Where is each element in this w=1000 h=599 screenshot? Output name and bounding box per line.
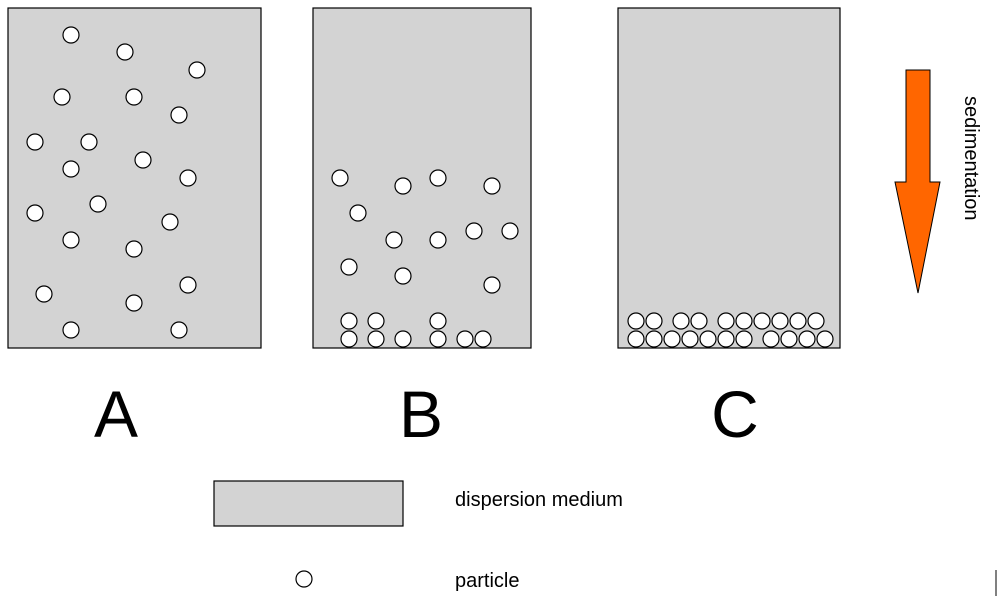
legend-medium-swatch — [213, 480, 404, 527]
particle — [753, 312, 771, 330]
particle — [798, 330, 816, 348]
legend-particle-swatch — [295, 570, 313, 588]
particle — [367, 312, 385, 330]
particle — [170, 106, 188, 124]
particle — [465, 222, 483, 240]
particle — [26, 204, 44, 222]
particle — [429, 312, 447, 330]
panel-label-b: B — [399, 377, 443, 451]
particles-a — [26, 26, 206, 339]
particle — [125, 88, 143, 106]
particle — [717, 312, 735, 330]
particle — [340, 258, 358, 276]
particle — [771, 312, 789, 330]
particle — [80, 133, 98, 151]
particle — [627, 330, 645, 348]
particle — [349, 204, 367, 222]
particle — [483, 177, 501, 195]
container-c — [617, 7, 841, 349]
particle — [394, 330, 412, 348]
particle — [807, 312, 825, 330]
particle — [367, 330, 385, 348]
particle — [394, 177, 412, 195]
particle — [645, 312, 663, 330]
particle — [179, 169, 197, 187]
particle — [780, 330, 798, 348]
legend: dispersion medium particle — [213, 480, 623, 592]
down-arrow-icon — [894, 69, 941, 294]
sedimentation-arrow: sedimentation — [894, 69, 982, 294]
particle — [735, 312, 753, 330]
particle — [672, 312, 690, 330]
particle — [62, 26, 80, 44]
sedimentation-label: sedimentation — [960, 96, 982, 221]
particle — [429, 231, 447, 249]
particle — [62, 321, 80, 339]
particle — [125, 294, 143, 312]
particle — [735, 330, 753, 348]
panel-c: C — [617, 7, 841, 451]
particle — [331, 169, 349, 187]
particle — [26, 133, 44, 151]
particle — [89, 195, 107, 213]
particle — [53, 88, 71, 106]
particle — [125, 240, 143, 258]
particle — [816, 330, 834, 348]
particle — [456, 330, 474, 348]
particle — [699, 330, 717, 348]
particle — [429, 330, 447, 348]
particle — [170, 321, 188, 339]
particle — [429, 169, 447, 187]
particle — [762, 330, 780, 348]
particle — [35, 285, 53, 303]
particle — [179, 276, 197, 294]
particle — [717, 330, 735, 348]
particle — [501, 222, 519, 240]
particle — [62, 231, 80, 249]
particle — [663, 330, 681, 348]
particle — [627, 312, 645, 330]
legend-particle-label: particle — [455, 570, 519, 592]
particle — [134, 151, 152, 169]
panel-label-a: A — [94, 377, 138, 451]
particle — [681, 330, 699, 348]
panel-label-c: C — [711, 377, 759, 451]
legend-medium-label: dispersion medium — [455, 489, 623, 511]
particle — [116, 43, 134, 61]
particle — [483, 276, 501, 294]
particle — [474, 330, 492, 348]
particle — [161, 213, 179, 231]
particles-c — [627, 312, 834, 348]
panel-a: A — [7, 7, 262, 451]
particle — [394, 267, 412, 285]
particle — [340, 330, 358, 348]
particle — [789, 312, 807, 330]
particle — [690, 312, 708, 330]
particle — [645, 330, 663, 348]
panel-b: B — [312, 7, 532, 451]
particles-b — [331, 169, 519, 348]
particle — [62, 160, 80, 178]
particle — [188, 61, 206, 79]
particle — [385, 231, 403, 249]
particle — [340, 312, 358, 330]
